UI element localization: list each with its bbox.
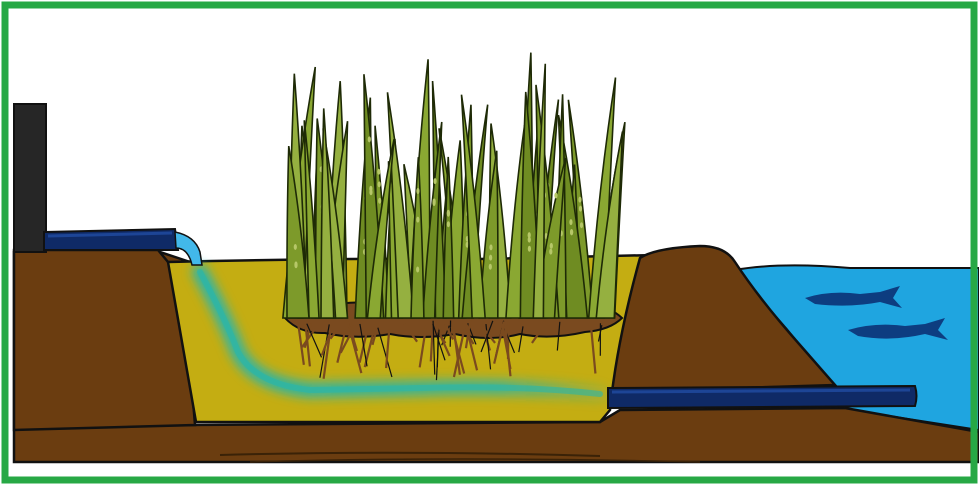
reed-speck: [378, 198, 381, 204]
reed-speck: [554, 193, 557, 199]
reed-speck: [369, 186, 372, 192]
reed-speck: [570, 229, 573, 235]
reed-speck: [528, 232, 531, 238]
reed-speck: [447, 221, 450, 227]
reed-speck: [378, 181, 381, 187]
reed-speck: [294, 244, 297, 250]
reed-speck: [416, 266, 419, 272]
reed-speck: [578, 197, 581, 203]
reed-speck: [528, 246, 531, 252]
reed-speck: [489, 244, 492, 250]
inflow-tank: [14, 104, 46, 252]
reed-speck: [549, 249, 552, 255]
reed-speck: [368, 136, 371, 142]
reed-speck: [447, 211, 450, 217]
reed-speck: [580, 222, 583, 228]
reed-speck: [377, 169, 380, 175]
reed-speck: [294, 261, 297, 267]
reed-speck: [569, 219, 572, 225]
left-bank: [14, 250, 195, 430]
reed-speck: [579, 206, 582, 212]
reed-speck: [416, 217, 419, 223]
reed-speck: [550, 243, 553, 249]
reed-speck: [433, 198, 436, 204]
outlet-pipe: [608, 386, 917, 408]
reed-speck: [489, 264, 492, 270]
reed-speck: [416, 188, 419, 194]
reed-speck: [433, 178, 436, 184]
reed-speck: [489, 255, 492, 261]
